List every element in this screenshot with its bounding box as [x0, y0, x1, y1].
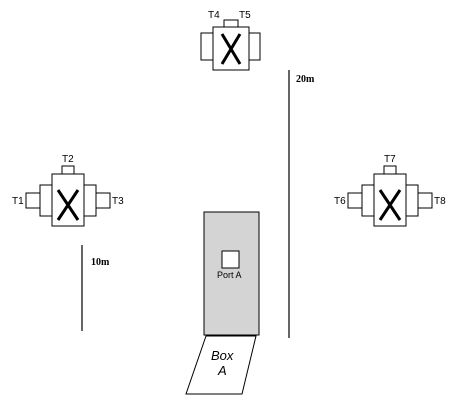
label-t8: T8 — [434, 196, 446, 207]
label-t4: T4 — [208, 10, 220, 21]
target-group-right: T7 T6 T8 — [334, 154, 446, 227]
box-label-line1: Box — [211, 348, 234, 363]
label-t2: T2 — [62, 154, 74, 165]
x-mark-icon — [378, 189, 402, 221]
label-t6: T6 — [334, 196, 346, 207]
port-a-label: Port A — [217, 270, 242, 280]
label-t7: T7 — [384, 154, 396, 165]
distance-label-20m: 20m — [296, 74, 315, 85]
label-t1: T1 — [12, 196, 24, 207]
x-mark-icon — [56, 189, 80, 221]
target-group-left: T2 T1 T3 — [12, 154, 124, 227]
target-group-top: T4 T5 — [200, 10, 261, 71]
label-t5: T5 — [239, 10, 251, 21]
distance-label-10m: 10m — [91, 257, 110, 268]
label-t3: T3 — [112, 196, 124, 207]
box-a — [185, 335, 257, 395]
box-label-line2: A — [217, 363, 227, 378]
x-mark-icon — [220, 33, 242, 65]
grey-zone — [203, 211, 260, 336]
port-a-square — [221, 250, 240, 269]
